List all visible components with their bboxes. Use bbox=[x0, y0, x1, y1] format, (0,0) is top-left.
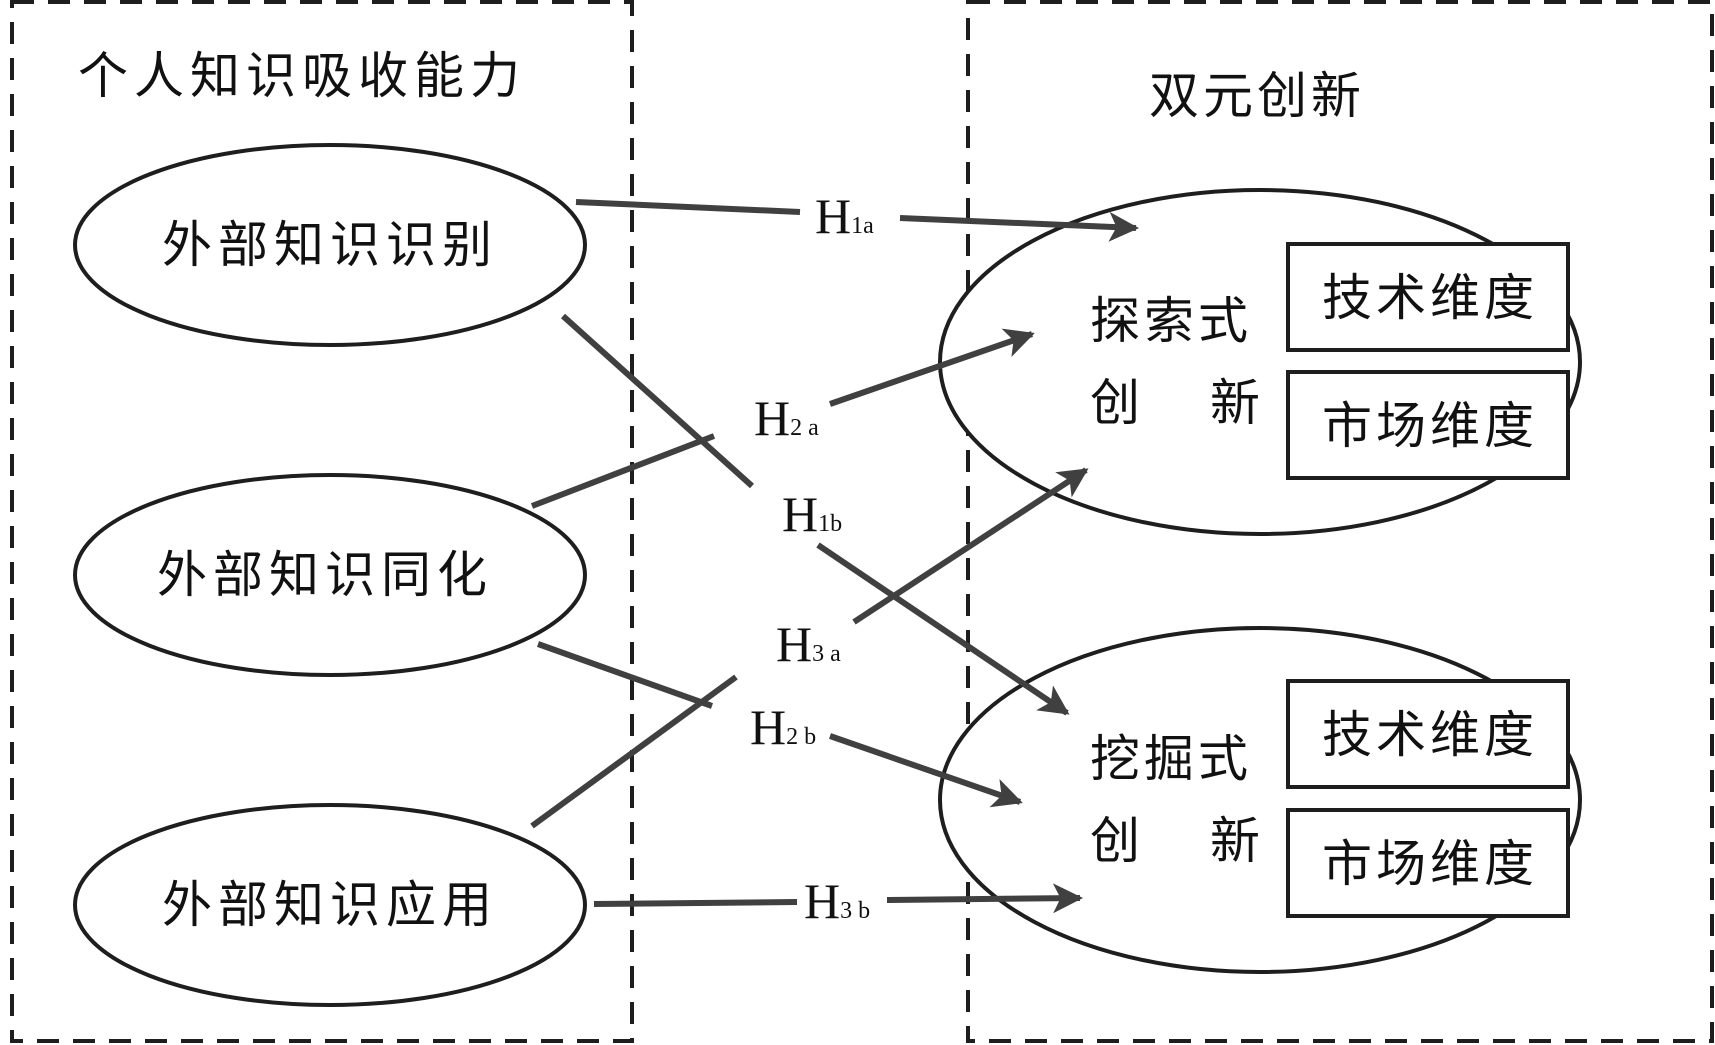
dimension-box-technology bbox=[1286, 679, 1570, 789]
source-node-identify: 外部知识识别 bbox=[73, 143, 587, 347]
target-label-line2-b: 新 bbox=[1210, 812, 1260, 870]
target-label-line1: 挖掘式 bbox=[1090, 730, 1252, 788]
dimension-box-market bbox=[1286, 370, 1570, 480]
source-node-apply: 外部知识应用 bbox=[73, 803, 587, 1007]
right-group-box bbox=[966, 0, 1714, 1043]
hypothesis-arrow-h3a bbox=[530, 467, 1089, 829]
target-label-line2-b: 新 bbox=[1210, 374, 1260, 432]
source-label: 外部知识同化 bbox=[157, 546, 493, 604]
target-label-line2-a: 创 bbox=[1090, 812, 1140, 870]
hypothesis-label-h3b: H3 b bbox=[804, 873, 870, 929]
dimension-box-technology bbox=[1286, 242, 1570, 352]
hypothesis-arrow-h2a bbox=[530, 328, 1035, 509]
hypothesis-label-h1a: H1a bbox=[815, 188, 874, 244]
hypothesis-label-h2b: H2 b bbox=[750, 699, 816, 755]
dimension-label: 市场维度 bbox=[1322, 835, 1538, 893]
hypothesis-arrow-h3b bbox=[593, 883, 1083, 914]
hypothesis-label-h3a: H3 a bbox=[776, 616, 841, 672]
hypothesis-main: H bbox=[815, 188, 851, 244]
dimension-label: 技术维度 bbox=[1322, 706, 1538, 764]
source-label: 外部知识识别 bbox=[162, 216, 498, 274]
hypothesis-sub: 3 b bbox=[840, 898, 870, 924]
hypothesis-sub: 1b bbox=[818, 511, 842, 537]
hypothesis-main: H bbox=[754, 390, 790, 446]
target-node-exploratory: 探索式 创 新 技术维度 市场维度 bbox=[938, 188, 1582, 536]
hypothesis-sub: 3 a bbox=[812, 641, 841, 667]
dimension-label: 市场维度 bbox=[1322, 397, 1538, 455]
hypothesis-sub: 1a bbox=[851, 213, 874, 239]
source-node-assimilate: 外部知识同化 bbox=[73, 473, 587, 677]
hypothesis-arrow-h1a bbox=[575, 199, 1139, 242]
hypothesis-label-h2a: H2 a bbox=[754, 390, 819, 446]
hypothesis-sub: 2 a bbox=[790, 415, 819, 441]
target-label-line2-a: 创 bbox=[1090, 374, 1140, 432]
hypothesis-arrow-h1b bbox=[560, 313, 1070, 716]
left-group-box bbox=[10, 0, 634, 1043]
hypothesis-main: H bbox=[804, 873, 840, 929]
target-label-line1: 探索式 bbox=[1090, 292, 1252, 350]
hypothesis-arrow-h2b bbox=[536, 641, 1023, 808]
hypothesis-main: H bbox=[750, 699, 786, 755]
hypothesis-main: H bbox=[776, 616, 812, 672]
hypothesis-label-h1b: H1b bbox=[782, 486, 842, 542]
hypothesis-main: H bbox=[782, 486, 818, 542]
dimension-box-market bbox=[1286, 808, 1570, 918]
dimension-label: 技术维度 bbox=[1322, 269, 1538, 327]
hypothesis-sub: 2 b bbox=[786, 724, 816, 750]
left-group-title: 个人知识吸收能力 bbox=[78, 47, 526, 105]
target-node-exploitative: 挖掘式 创 新 技术维度 市场维度 bbox=[938, 626, 1582, 974]
source-label: 外部知识应用 bbox=[162, 876, 498, 934]
right-group-title: 双元创新 bbox=[1149, 67, 1365, 125]
